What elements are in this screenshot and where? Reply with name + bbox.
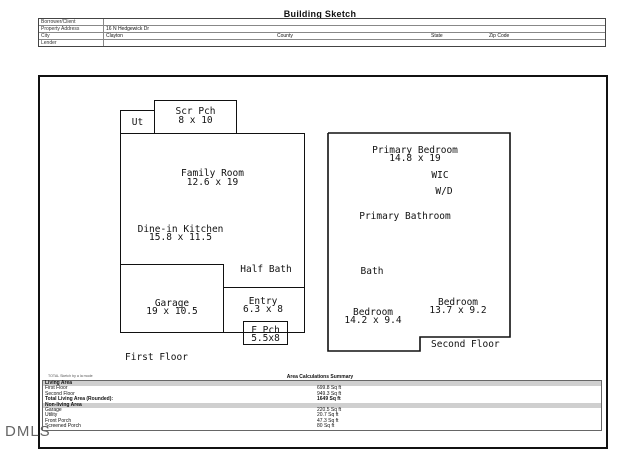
- summary-value: 1649 Sq ft: [317, 396, 341, 403]
- bath-label: Bath: [360, 266, 384, 277]
- summary-name: Non-living Area: [45, 401, 82, 408]
- garage-room: [120, 264, 224, 333]
- summary-value: 47.3 Sq ft: [317, 417, 339, 424]
- summary-value: 699.8 Sq ft: [317, 385, 342, 392]
- front-porch-dims: 5.5x8: [251, 333, 280, 344]
- header-value: Clayton: [106, 33, 123, 39]
- half-bath-label: Half Bath: [240, 264, 292, 275]
- summary-title: Area Calculations Summary: [286, 374, 354, 380]
- primary-bedroom-label: Primary Bedroom: [372, 145, 458, 156]
- entry-dims: 6.3 x 8: [242, 304, 284, 315]
- bedroom-2-dims: 13.7 x 9.2: [429, 305, 487, 316]
- summary-value: 220.5 Sq ft: [317, 406, 342, 413]
- entry-room: [223, 287, 305, 333]
- property-header-table: Borrower/Client Property Address 16 N He…: [38, 18, 606, 47]
- bedroom-2-label: Bedroom: [437, 297, 479, 308]
- county-label: County: [277, 33, 293, 39]
- primary-bedroom-dims: 14.8 x 19: [389, 153, 441, 164]
- summary-row: Total Living Area (Rounded): 1649 Sq ft: [43, 396, 601, 403]
- summary-row: Non-living Area: [43, 401, 601, 408]
- wd-label: W/D: [435, 186, 453, 197]
- dmls-logo: DMLS: [5, 423, 51, 440]
- header-label: Property Address: [39, 26, 104, 32]
- sketch-sheet: [38, 75, 608, 449]
- summary-row: Second Floor 949.3 Sq ft: [43, 390, 601, 397]
- family-room-label: Family Room: [181, 168, 244, 179]
- front-porch-label: F Pch: [251, 325, 280, 336]
- summary-name: Front Porch: [45, 417, 72, 424]
- summary-name: Second Floor: [45, 390, 75, 397]
- summary-row: Living Area: [43, 380, 601, 387]
- state-label: State: [431, 33, 443, 39]
- summary-name: Utility: [45, 412, 58, 419]
- page-title: Building Sketch: [283, 9, 357, 19]
- garage-dims: 19 x 10.5: [146, 306, 198, 317]
- kitchen-dims: 15.8 x 11.5: [149, 232, 212, 243]
- summary-row: Garage 220.5 Sq ft: [43, 406, 601, 413]
- screened-porch: [154, 100, 237, 134]
- header-row-address: Property Address 16 N Hedgewick Dr: [39, 26, 605, 33]
- summary-name: Screened Porch: [45, 423, 81, 430]
- header-value: 16 N Hedgewick Dr: [106, 26, 150, 32]
- family-room-dims: 12.6 x 19: [186, 177, 239, 188]
- garage-label: Garage: [154, 298, 190, 309]
- screened-porch-label: Scr Pch: [175, 106, 216, 117]
- screened-porch-dims: 8 x 10: [178, 115, 213, 126]
- second-floor-label: Second Floor: [431, 339, 500, 350]
- entry-label: Entry: [248, 296, 278, 307]
- header-row-city: City Clayton County State Zip Code: [39, 33, 605, 40]
- kitchen-label: Dine-in Kitchen: [137, 224, 224, 235]
- zip-label: Zip Code: [489, 33, 510, 39]
- summary-value: 949.3 Sq ft: [317, 390, 342, 397]
- summary-row: Front Porch 47.3 Sq ft: [43, 417, 601, 424]
- summary-value: 20.7 Sq ft: [317, 412, 339, 419]
- summary-row: First Floor 699.8 Sq ft: [43, 385, 601, 392]
- area-summary-table: Living Area First Floor 699.8 Sq ft Secon…: [42, 380, 602, 431]
- summary-value: 80 Sq ft: [317, 423, 335, 430]
- front-porch: [243, 321, 288, 345]
- sketch-credit: TOTAL Sketch by a la mode: [48, 374, 93, 378]
- wic-label: WIC: [431, 170, 449, 181]
- summary-name: First Floor: [45, 385, 68, 392]
- header-row-borrower: Borrower/Client: [39, 19, 605, 26]
- summary-name: Garage: [45, 406, 62, 413]
- header-label: Borrower/Client: [39, 19, 104, 25]
- summary-row: Screened Porch 80 Sq ft: [43, 423, 601, 430]
- first-floor-label: First Floor: [125, 352, 188, 363]
- summary-name: Total Living Area (Rounded):: [45, 396, 114, 403]
- bedroom-1-dims: 14.2 x 9.4: [344, 315, 402, 326]
- summary-row: Utility 20.7 Sq ft: [43, 412, 601, 419]
- bedroom-1-label: Bedroom: [352, 307, 394, 318]
- primary-bathroom-label: Primary Bathroom: [359, 211, 451, 222]
- header-label: City: [39, 33, 104, 39]
- summary-name: Living Area: [45, 380, 73, 386]
- header-row-lender: Lender: [39, 40, 605, 46]
- utility-label: Ut: [131, 117, 144, 128]
- header-label: Lender: [39, 40, 104, 46]
